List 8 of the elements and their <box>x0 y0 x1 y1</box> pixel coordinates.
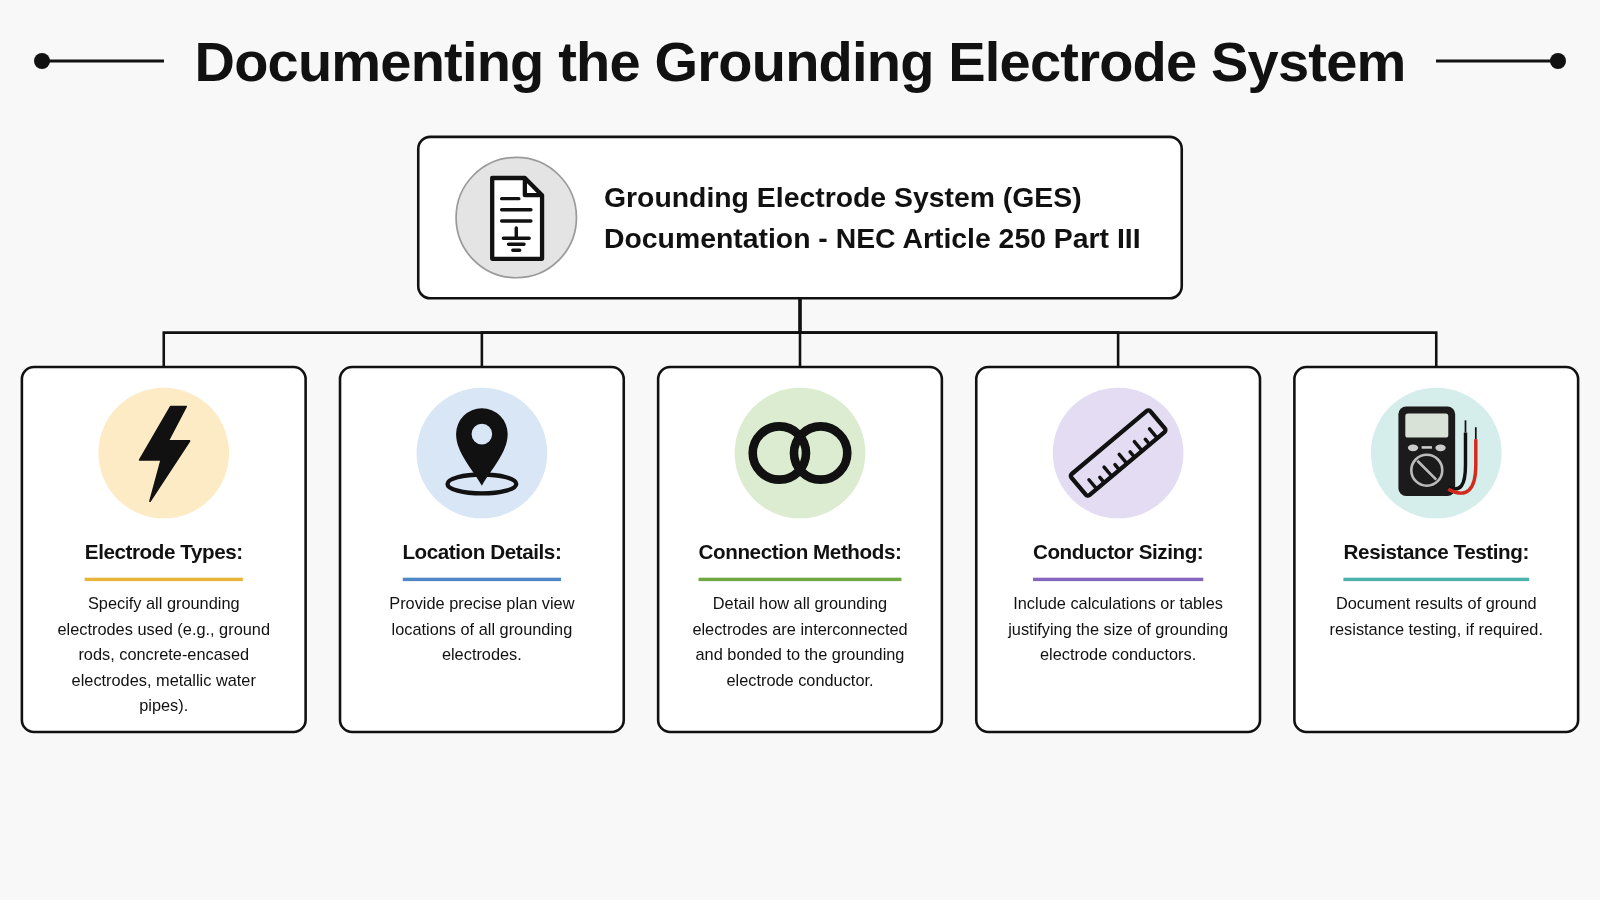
title: Documenting the Grounding Electrode System <box>194 28 1406 94</box>
node-box: Location Details: Provide precise plan view locations of all grounding electrodes. <box>338 365 626 734</box>
connector <box>798 298 1438 368</box>
node-box: Connection Methods: Detail how all grounding electrodes are interconnected and bonded to the grounding electrode conductor. <box>656 365 944 734</box>
node-box: Electrode Types: Specify all grounding electrodes used (e.g., ground rods, concrete-encased electrodes, metallic water pipes). <box>20 365 307 734</box>
node-box: Conductor Sizing: Include calculations or tables justifying the size of grounding electrode conductors. <box>974 365 1262 734</box>
node-box: Resistance Testing: Document results of ground resistance testing, if required. <box>1293 365 1580 734</box>
node-box: Grounding Electrode System (GES) Documentation - NEC Article 250 Part III <box>416 135 1184 300</box>
